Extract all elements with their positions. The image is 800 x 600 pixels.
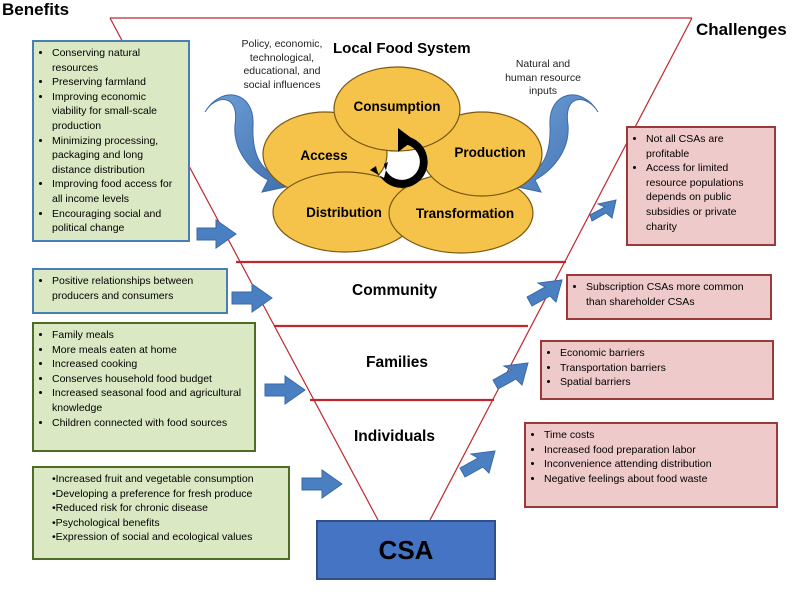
benefit-box-food-system: Conserving natural resources Preserving …: [32, 40, 190, 242]
list-item: Conserves household food budget: [52, 372, 248, 387]
list-item: Time costs: [544, 428, 770, 443]
csa-box: CSA: [316, 520, 496, 580]
list-item: Negative feelings about food waste: [544, 472, 770, 487]
production-label: Production: [454, 145, 526, 160]
benefits-heading: Benefits: [2, 0, 70, 19]
list-item: Encouraging social and political change: [52, 207, 182, 236]
list-item: •Developing a preference for fresh produ…: [52, 487, 253, 500]
triangle-right-edge: [429, 17, 693, 521]
arrow-benefit-individuals: [301, 469, 343, 499]
benefit-list-families: Family meals More meals eaten at home In…: [40, 328, 248, 430]
benefit-list-community: Positive relationships between producers…: [40, 274, 220, 303]
benefit-box-community: Positive relationships between producers…: [32, 268, 228, 314]
arrow-benefit-community: [231, 283, 273, 313]
challenge-list-food-system: Not all CSAs are profitable Access for l…: [634, 132, 768, 234]
list-item: •Psychological benefits: [52, 516, 160, 529]
list-item: Subscription CSAs more common than share…: [586, 280, 764, 309]
challenge-list-individuals: Time costs Increased food preparation la…: [532, 428, 770, 486]
influences-left-text: Policy, economic, technological, educati…: [241, 38, 323, 91]
list-item: Increased food preparation labor: [544, 443, 770, 458]
challenge-list-families: Economic barriers Transportation barrier…: [548, 346, 766, 390]
list-item: •Reduced risk for chronic disease: [52, 502, 208, 515]
arrow-challenge-food-system: [589, 199, 617, 222]
list-item: Improving economic viability for small-s…: [52, 90, 182, 134]
benefit-list-individuals: •Increased fruit and vegetable consumpti…: [40, 472, 282, 545]
list-item: Conserving natural resources: [52, 46, 182, 75]
list-item: •Expression of social and ecological val…: [52, 531, 253, 544]
arrow-challenge-community: [526, 279, 563, 307]
local-food-system-title: Local Food System: [333, 40, 471, 57]
distribution-label: Distribution: [306, 205, 382, 220]
transformation-label: Transformation: [415, 206, 515, 221]
arrow-benefit-food-system: [196, 219, 237, 249]
list-item: Family meals: [52, 328, 248, 343]
individuals-label: Individuals: [354, 428, 435, 445]
list-item: Economic barriers: [560, 346, 766, 361]
list-item: Access for limited resource populations …: [646, 161, 768, 234]
benefit-list-food-system: Conserving natural resources Preserving …: [40, 46, 182, 236]
challenge-box-individuals: Time costs Increased food preparation la…: [524, 422, 778, 508]
list-item: Preserving farmland: [52, 75, 182, 90]
list-item: Positive relationships between producers…: [52, 274, 220, 303]
list-item: •Increased fruit and vegetable consumpti…: [52, 473, 254, 485]
arrow-challenge-individuals: [459, 450, 496, 478]
list-item: Increased cooking: [52, 357, 248, 372]
arrow-benefit-families: [264, 375, 306, 405]
csa-label: CSA: [378, 534, 434, 565]
list-item: Inconvenience attending distribution: [544, 457, 770, 472]
challenge-box-food-system: Not all CSAs are profitable Access for l…: [626, 126, 776, 246]
challenge-box-community: Subscription CSAs more common than share…: [566, 274, 772, 320]
list-item: Not all CSAs are profitable: [646, 132, 768, 161]
list-item: More meals eaten at home: [52, 343, 248, 358]
list-item: Transportation barriers: [560, 361, 766, 376]
list-item: Increased seasonal food and agricultural…: [52, 386, 248, 415]
list-item: Minimizing processing, packaging and lon…: [52, 134, 182, 178]
access-label: Access: [300, 148, 348, 163]
list-item: Improving food access for all income lev…: [52, 177, 182, 206]
list-item: Children connected with food sources: [52, 416, 248, 431]
consumption-label: Consumption: [353, 99, 441, 114]
list-item: Spatial barriers: [560, 375, 766, 390]
benefit-box-individuals: •Increased fruit and vegetable consumpti…: [32, 466, 290, 560]
challenges-heading: Challenges: [696, 20, 787, 39]
community-label: Community: [352, 282, 438, 299]
influences-right-text: Natural and human resource inputs: [505, 58, 581, 97]
families-label: Families: [366, 354, 429, 371]
benefit-box-families: Family meals More meals eaten at home In…: [32, 322, 256, 452]
petal-consumption: [333, 66, 461, 152]
challenge-box-families: Economic barriers Transportation barrier…: [540, 340, 774, 400]
challenge-list-community: Subscription CSAs more common than share…: [574, 280, 764, 309]
arrow-challenge-families: [492, 362, 529, 390]
